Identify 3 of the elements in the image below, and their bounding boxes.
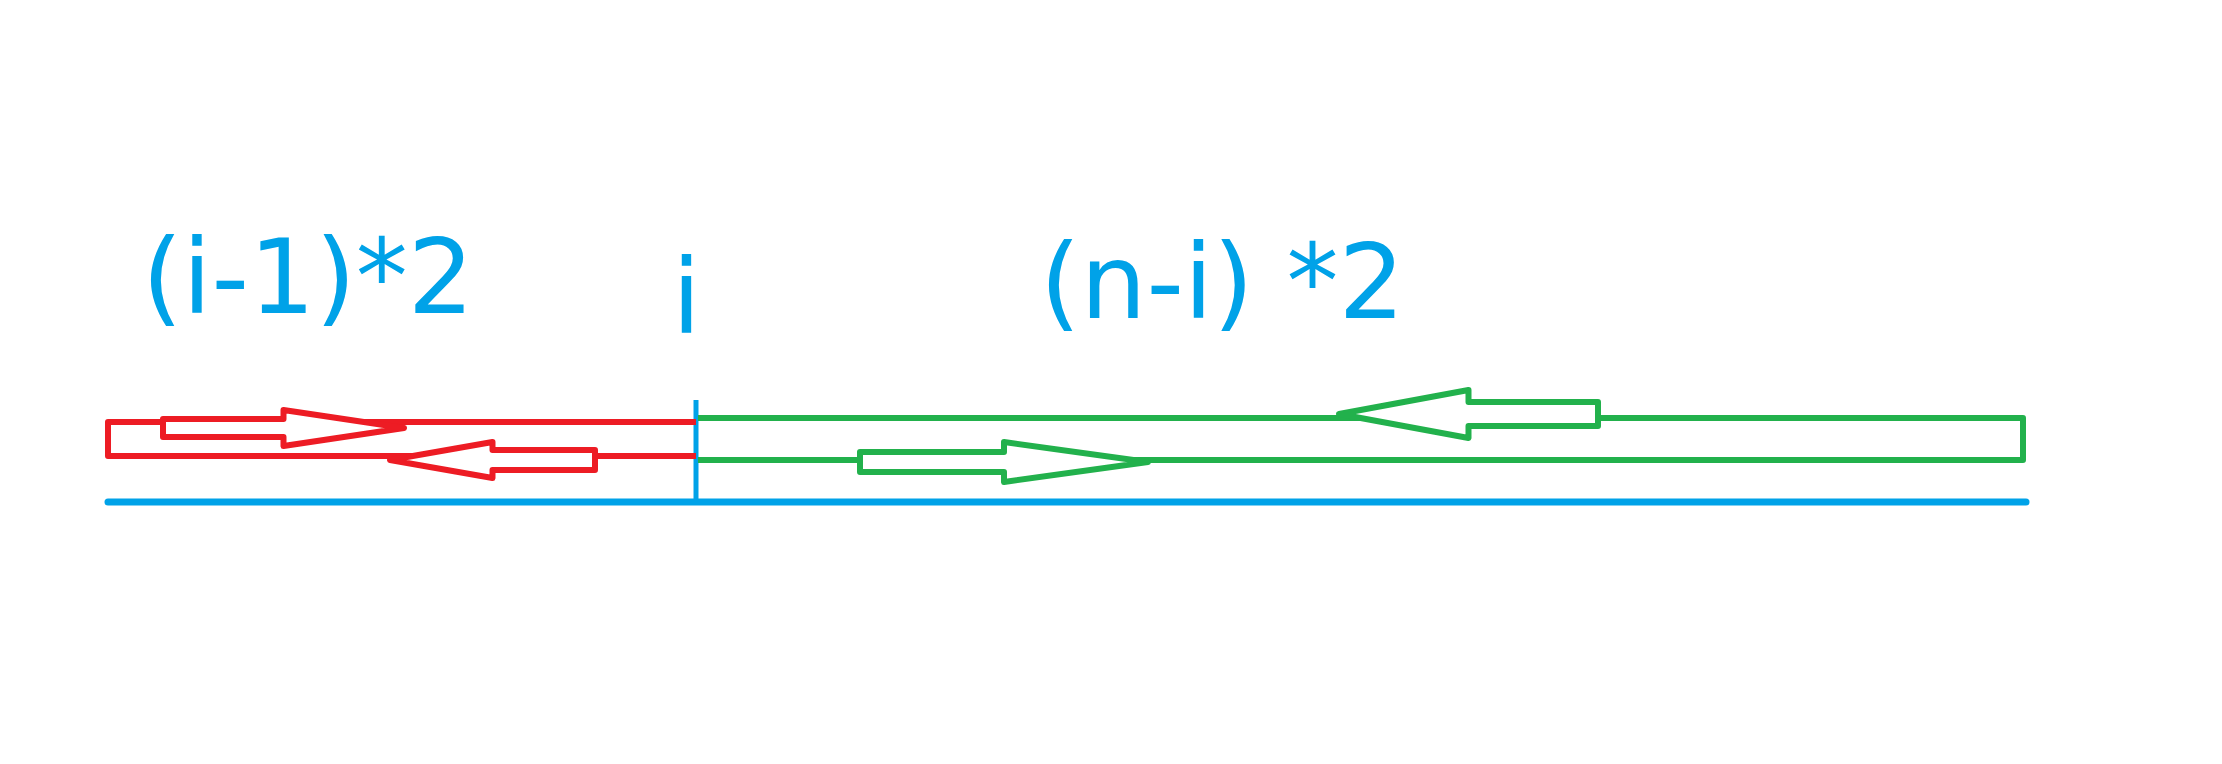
position-label: i <box>672 245 701 349</box>
formula-label: (i-1)*2 <box>142 225 474 329</box>
formula-label: (n-i) *2 <box>1040 230 1405 334</box>
